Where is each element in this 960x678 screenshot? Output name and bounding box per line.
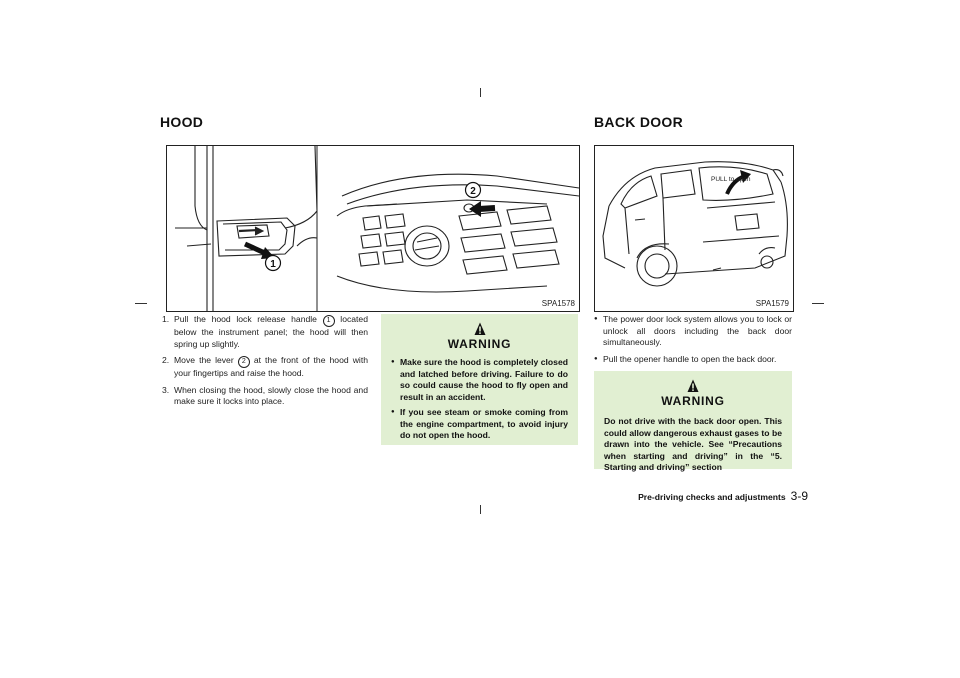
warning-title: WARNING (447, 337, 512, 351)
step-text: Move the lever (174, 355, 238, 365)
back-door-figure-code: SPA1579 (755, 299, 789, 308)
callout-1-icon: 1 (264, 254, 282, 272)
warning-title: WARNING (661, 394, 725, 408)
hood-heading: HOOD (160, 114, 204, 130)
hood-steps: 1. Pull the hood lock release handle 1 l… (162, 314, 368, 413)
step-number: 1. (162, 314, 170, 324)
back-door-illustration: PULL to open (602, 161, 788, 287)
svg-text:1: 1 (270, 259, 276, 270)
warning-item: If you see steam or smoke coming from th… (391, 407, 568, 442)
page-footer: Pre-driving checks and adjustments 3-9 (638, 489, 808, 503)
back-door-figure: PULL to open SPA1579 (594, 145, 794, 312)
warning-item: Make sure the hood is completely closed … (391, 357, 568, 403)
callout-1-icon: 1 (322, 315, 335, 327)
step-text: Pull the hood lock release handle (174, 314, 323, 324)
hood-figure-code: SPA1578 (541, 299, 575, 308)
back-door-heading: BACK DOOR (594, 114, 684, 130)
list-item: The power door lock system allows you to… (594, 314, 792, 349)
list-item: 1. Pull the hood lock release handle 1 l… (162, 314, 368, 350)
warning-icon (687, 379, 699, 392)
back-door-warning-box: WARNING Do not drive with the back door … (594, 371, 792, 472)
callout-2-icon: 2 (464, 181, 482, 199)
crop-mark-top (480, 88, 481, 97)
crop-mark-left (135, 303, 147, 304)
step-number: 2. (162, 355, 170, 365)
svg-text:2: 2 (470, 186, 476, 197)
warning-text: Do not drive with the back door open. Th… (604, 416, 782, 472)
warning-icon (474, 322, 485, 335)
footer-section: Pre-driving checks and adjustments (638, 492, 786, 502)
pull-to-open-label: PULL to open (711, 176, 751, 183)
list-item: 2. Move the lever 2 at the front of the … (162, 355, 368, 380)
step-text: located below the instrument panel; the … (174, 314, 368, 349)
step-text: at the front of the hood with your finge… (174, 355, 368, 378)
hood-warning-box: WARNING Make sure the hood is completely… (381, 314, 578, 445)
crop-mark-bottom (480, 505, 481, 514)
page-number: 3-9 (790, 489, 808, 503)
hood-figure: 1 (166, 145, 580, 312)
step-number: 3. (162, 384, 170, 395)
callout-2-icon: 2 (237, 356, 250, 368)
hood-illustration: 1 (175, 146, 579, 311)
crop-mark-right (812, 303, 824, 304)
back-door-bullets: The power door lock system allows you to… (594, 314, 792, 370)
step-text: When closing the hood, slowly close the … (174, 384, 368, 407)
list-item: 3. When closing the hood, slowly close t… (162, 385, 368, 408)
list-item: Pull the opener handle to open the back … (594, 354, 792, 366)
